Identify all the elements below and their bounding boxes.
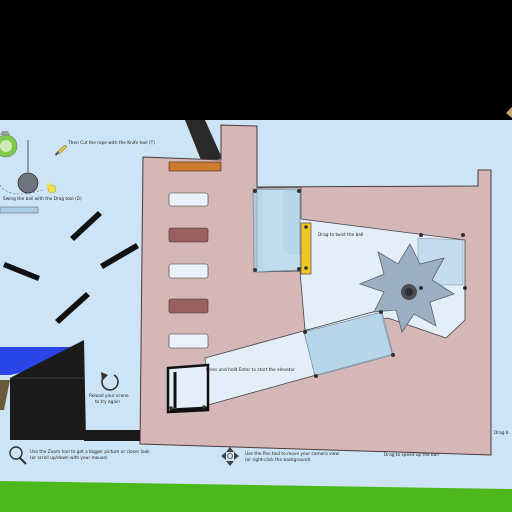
- hint-zoom-line-1: Use the Zoom tool to get a bigger pictur…: [30, 450, 150, 455]
- hint-drag-edge: Drag b: [494, 431, 509, 436]
- hint-reload-line-1: Reload your scene: [89, 394, 129, 399]
- knife-icon: [55, 144, 68, 156]
- bulb-icon: [0, 131, 18, 158]
- dark-post: [185, 120, 222, 165]
- hint-pan-line-2: (or right-click the background): [245, 458, 311, 463]
- reload-icon[interactable]: [101, 372, 119, 391]
- hint-drag-twist: Drag to twist the ball: [318, 233, 364, 238]
- pendulum-ball[interactable]: [17, 172, 39, 194]
- slot-5: [168, 333, 209, 349]
- slot-3: [168, 263, 209, 279]
- yellow-hinge[interactable]: [300, 222, 312, 275]
- bolts: [169, 189, 467, 410]
- glass-bar-left[interactable]: [0, 206, 39, 214]
- top-black-band: [0, 0, 512, 120]
- hint-cut-rope: Then Cut the rope with the Knife tool (T…: [68, 141, 155, 146]
- elevator-floor: [169, 406, 208, 412]
- hint-zoom-line-2: (or scroll up/down with your mouse): [30, 456, 108, 461]
- hint-reload-line-2: to try again: [95, 400, 120, 405]
- pan-icon[interactable]: [221, 447, 239, 466]
- hint-pan-line-1: Use the Pan tool to move your camera vie…: [245, 452, 339, 457]
- drag-hand-icon: [47, 183, 57, 194]
- hint-swing-ball: Swing the ball with the Drag tool (D): [3, 197, 82, 202]
- black-ledge: [84, 430, 140, 441]
- floating-bars: [3, 211, 139, 324]
- hint-press-elevator: Press and hold Enter to start the elevat…: [206, 368, 295, 373]
- black-block: [10, 340, 86, 440]
- glass-l-shape: [263, 190, 300, 270]
- zoom-icon[interactable]: [9, 446, 27, 465]
- swing-path: [0, 184, 43, 195]
- gear[interactable]: [358, 243, 455, 333]
- slot-4: [168, 298, 209, 314]
- chain: [0, 380, 10, 410]
- slot-1: [168, 192, 209, 207]
- corner-marker: [506, 107, 512, 118]
- ground: [0, 481, 512, 512]
- slot-2: [168, 227, 209, 243]
- orange-plank[interactable]: [168, 161, 222, 172]
- hint-speed-up: Drag to speed up the ball: [384, 453, 439, 458]
- elevator-cage[interactable]: [166, 363, 210, 414]
